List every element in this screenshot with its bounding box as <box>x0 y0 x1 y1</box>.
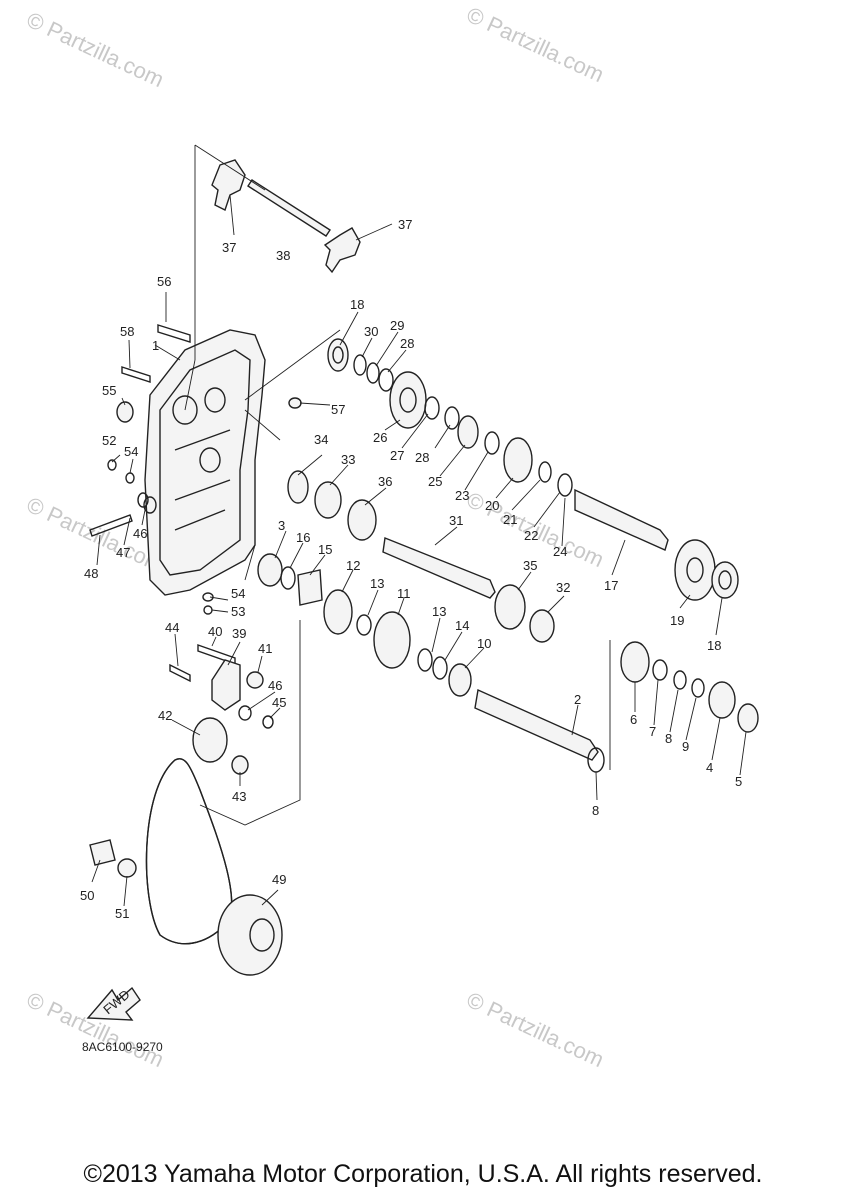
callout-20: 20 <box>485 498 499 513</box>
callout-41: 41 <box>258 641 272 656</box>
callout-30: 30 <box>364 324 378 339</box>
callout-57: 57 <box>331 402 345 417</box>
callout-17: 17 <box>604 578 618 593</box>
callout-22: 22 <box>524 528 538 543</box>
callout-56: 56 <box>157 274 171 289</box>
upper-shaft-assembly <box>327 338 739 601</box>
callout-46: 46 <box>268 678 282 693</box>
callout-36: 36 <box>378 474 392 489</box>
leader-lines <box>91 194 747 907</box>
callout-38: 38 <box>276 248 290 263</box>
lower-shaft-assembly <box>257 553 759 773</box>
callout-55: 55 <box>102 383 116 398</box>
callout-14: 14 <box>455 618 469 633</box>
callout-18: 18 <box>707 638 721 653</box>
callout-23: 23 <box>455 488 469 503</box>
callout-54: 54 <box>231 586 245 601</box>
callout-24: 24 <box>553 544 567 559</box>
callout-53: 53 <box>231 604 245 619</box>
callout-49: 49 <box>272 872 286 887</box>
callout-35: 35 <box>523 558 537 573</box>
callout-33: 33 <box>341 452 355 467</box>
callout-48: 48 <box>84 566 98 581</box>
callout-52: 52 <box>102 433 116 448</box>
callout-8: 8 <box>592 803 599 818</box>
callout-2: 2 <box>574 692 581 707</box>
callout-12: 12 <box>346 558 360 573</box>
watermark: © Partzilla.com <box>463 987 608 1072</box>
callout-4: 4 <box>706 760 713 775</box>
callout-42: 42 <box>158 708 172 723</box>
callout-46: 46 <box>133 526 147 541</box>
callout-21: 21 <box>503 512 517 527</box>
callout-50: 50 <box>80 888 94 903</box>
chain-tensioner <box>169 644 274 775</box>
callout-10: 10 <box>477 636 491 651</box>
callout-45: 45 <box>272 695 286 710</box>
drive-chain <box>89 758 283 976</box>
callout-39: 39 <box>232 626 246 641</box>
callout-28: 28 <box>400 336 414 351</box>
callout-32: 32 <box>556 580 570 595</box>
callout-40: 40 <box>208 624 222 639</box>
callout-3: 3 <box>278 518 285 533</box>
callout-6: 6 <box>630 712 637 727</box>
callout-19: 19 <box>670 613 684 628</box>
callout-43: 43 <box>232 789 246 804</box>
watermark: © Partzilla.com <box>23 7 168 92</box>
callout-16: 16 <box>296 530 310 545</box>
watermark: © Partzilla.com <box>463 2 608 87</box>
callout-13: 13 <box>432 604 446 619</box>
callout-34: 34 <box>314 432 328 447</box>
copyright-notice: ©2013 Yamaha Motor Corporation, U.S.A. A… <box>83 1160 763 1188</box>
shift-forks <box>211 159 361 274</box>
callout-1: 1 <box>152 338 159 353</box>
callout-labels: 1 2 3 4 5 6 7 8 8 9 10 11 12 13 13 14 15… <box>80 217 742 921</box>
callout-26: 26 <box>373 430 387 445</box>
callout-13: 13 <box>370 576 384 591</box>
callout-37: 37 <box>222 240 236 255</box>
callout-7: 7 <box>649 724 656 739</box>
figure-code: 8AC6100-9270 <box>82 1040 163 1054</box>
watermark: © Partzilla.com <box>23 987 168 1072</box>
reference-lines <box>184 144 611 826</box>
callout-47: 47 <box>116 545 130 560</box>
callout-9: 9 <box>682 739 689 754</box>
callout-31: 31 <box>449 513 463 528</box>
callout-15: 15 <box>318 542 332 557</box>
callout-11: 11 <box>397 586 411 601</box>
callout-27: 27 <box>390 448 404 463</box>
fasteners <box>89 324 302 615</box>
callout-29: 29 <box>390 318 404 333</box>
callout-25: 25 <box>428 474 442 489</box>
callout-28: 28 <box>415 450 429 465</box>
callout-8: 8 <box>665 731 672 746</box>
callout-51: 51 <box>115 906 129 921</box>
callout-58: 58 <box>120 324 134 339</box>
middle-shaft-assembly <box>287 470 555 643</box>
callout-5: 5 <box>735 774 742 789</box>
callout-37: 37 <box>398 217 412 232</box>
callout-44: 44 <box>165 620 179 635</box>
forward-arrow: FWD <box>86 987 141 1021</box>
crankcase-cover <box>144 329 266 596</box>
callout-18: 18 <box>350 297 364 312</box>
watermark-group: © Partzilla.com © Partzilla.com © Partzi… <box>23 2 608 1072</box>
callout-54: 54 <box>124 444 138 459</box>
